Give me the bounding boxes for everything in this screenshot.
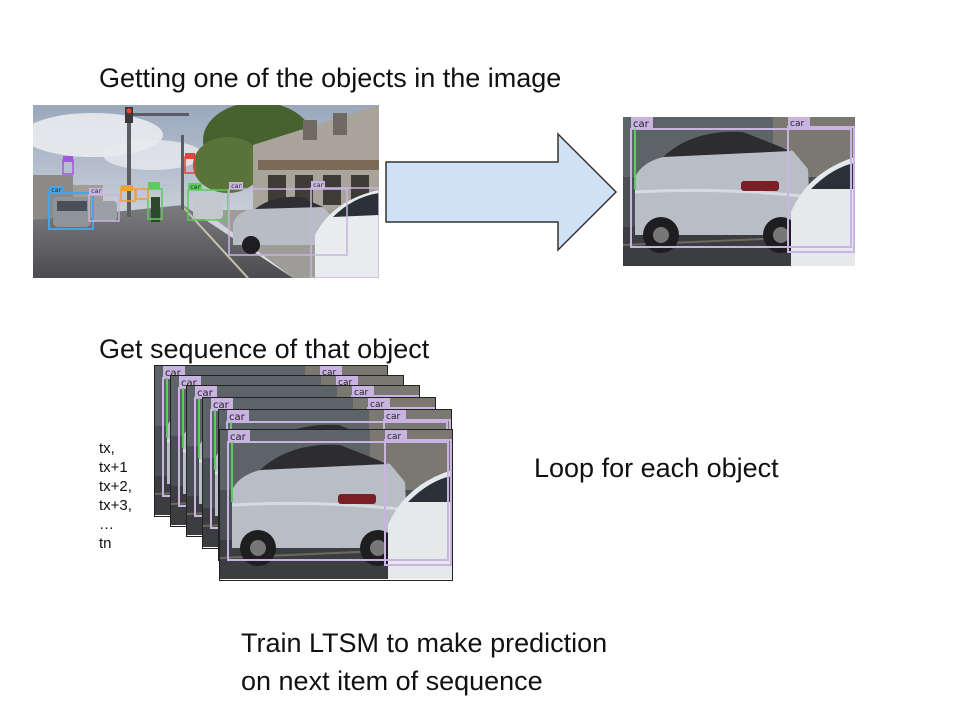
train-line-1: Train LTSM to make prediction [241, 628, 608, 658]
svg-text:car: car [322, 368, 336, 378]
car-label: car [181, 378, 198, 389]
sequence-labels: tx, tx+1 tx+2, tx+3, … tn [99, 439, 132, 553]
street-scene-image: car car car car car [33, 105, 379, 278]
frame-stack: car car car car [155, 366, 455, 584]
svg-text:car: car [313, 182, 324, 189]
cropped-car-image: car car [622, 117, 856, 266]
svg-text:car: car [231, 183, 242, 190]
car-label: car [633, 119, 650, 130]
svg-text:car: car [51, 187, 62, 194]
step1-heading: Getting one of the objects in the image [99, 63, 562, 93]
sequence-label: tx+2, [99, 478, 132, 495]
car-label: car [165, 368, 182, 379]
svg-text:car: car [790, 119, 804, 129]
sequence-label: tx+1 [99, 459, 128, 476]
car-label: car [213, 400, 230, 411]
car-label: car [197, 388, 214, 399]
svg-text:car: car [91, 188, 102, 195]
train-line-2: on next item of sequence [241, 666, 543, 696]
sequence-frame-graphic: car car [220, 430, 452, 579]
car-crop-graphic: car car [622, 117, 856, 266]
sequence-frame: car car [220, 430, 452, 580]
car-label: car [229, 412, 246, 423]
svg-text:car: car [190, 184, 201, 191]
sequence-label: tx+3, [99, 497, 132, 514]
right-arrow-icon [384, 132, 620, 252]
car-label: car [230, 432, 247, 443]
train-text: Train LTSM to make prediction on next it… [241, 624, 607, 700]
step2-heading: Get sequence of that object [99, 334, 430, 364]
sequence-label: tx, [99, 440, 115, 457]
svg-text:car: car [370, 400, 384, 410]
svg-text:car: car [338, 378, 352, 388]
sequence-label: tn [99, 535, 112, 552]
svg-text:car: car [354, 388, 368, 398]
loop-text: Loop for each object [534, 453, 779, 483]
sequence-label: … [99, 516, 114, 533]
svg-text:car: car [387, 432, 401, 442]
svg-text:car: car [386, 412, 400, 422]
